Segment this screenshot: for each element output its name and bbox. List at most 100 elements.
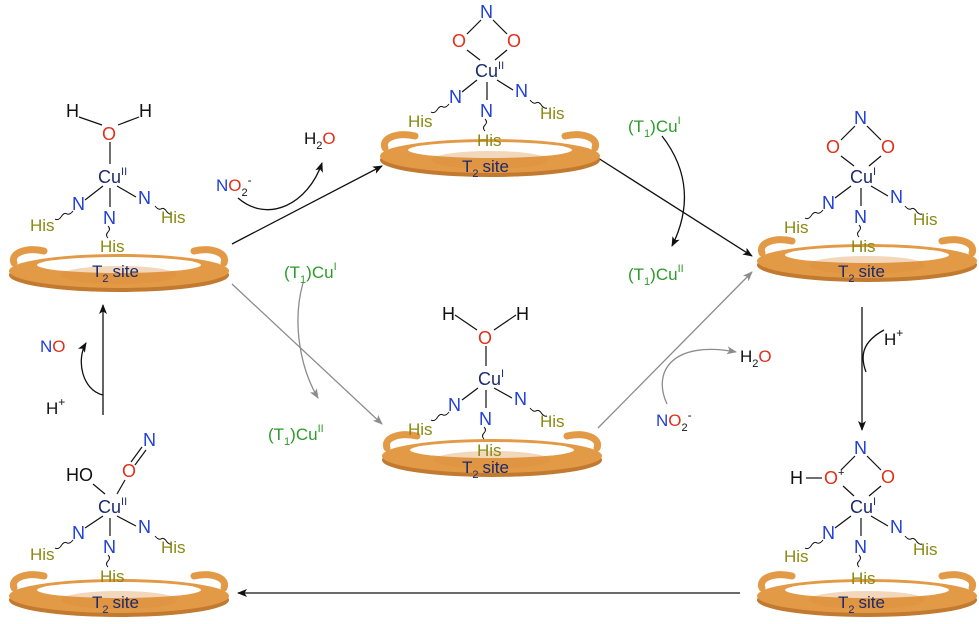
no-label-left: NO bbox=[40, 337, 66, 356]
svg-text:N: N bbox=[822, 193, 835, 213]
svg-text:O: O bbox=[122, 461, 136, 481]
svg-text:His: His bbox=[784, 218, 809, 237]
svg-text:His: His bbox=[913, 210, 938, 229]
svg-text:N: N bbox=[480, 2, 493, 22]
svg-text:CuII: CuII bbox=[98, 166, 127, 187]
nitrite-label-middle: NO2- bbox=[656, 408, 692, 434]
svg-text:N: N bbox=[822, 523, 835, 543]
svg-text:N: N bbox=[72, 194, 85, 214]
water-label-top: H2O bbox=[304, 129, 336, 152]
svg-text:CuI: CuI bbox=[478, 368, 504, 389]
curve-t1-top bbox=[661, 135, 686, 247]
svg-text:His: His bbox=[540, 104, 565, 123]
arrow-6-to-3 bbox=[597, 271, 753, 429]
t1-cu-ii-top: (T1)CuII bbox=[628, 263, 684, 288]
arrow-1-to-2 bbox=[231, 165, 383, 245]
svg-text:N: N bbox=[103, 208, 116, 228]
side-labels: H2O NO2- (T1)CuI (T1)CuII H+ NO H+ (T1)C… bbox=[40, 115, 903, 448]
svg-text:H: H bbox=[442, 304, 455, 324]
svg-text:H: H bbox=[516, 304, 529, 324]
svg-text:His: His bbox=[477, 131, 502, 150]
svg-text:N: N bbox=[854, 108, 867, 128]
proton-label-right: H+ bbox=[884, 326, 903, 349]
svg-text:His: His bbox=[784, 547, 809, 566]
svg-text:O: O bbox=[826, 137, 840, 157]
t1-cu-ii-middle: (T1)CuII bbox=[268, 423, 324, 448]
svg-text:O: O bbox=[881, 137, 895, 157]
svg-text:His: His bbox=[851, 237, 876, 256]
svg-text:N: N bbox=[854, 438, 867, 458]
svg-text:His: His bbox=[30, 545, 55, 564]
svg-text:N: N bbox=[515, 81, 528, 101]
arrow-1-to-6 bbox=[231, 283, 383, 425]
curve-t1-middle bbox=[297, 282, 319, 399]
svg-text:N: N bbox=[480, 101, 493, 121]
svg-text:+: + bbox=[838, 467, 844, 479]
svg-text:His: His bbox=[408, 420, 433, 439]
svg-text:O: O bbox=[102, 124, 116, 144]
water-label-middle: H2O bbox=[740, 347, 772, 370]
curve-no-left bbox=[77, 342, 104, 396]
svg-text:O: O bbox=[478, 328, 492, 348]
svg-text:O: O bbox=[881, 467, 895, 487]
proton-label-left: H+ bbox=[46, 395, 65, 418]
svg-text:His: His bbox=[477, 441, 502, 460]
svg-text:N: N bbox=[514, 389, 527, 409]
svg-text:CuII: CuII bbox=[475, 60, 504, 81]
svg-text:N: N bbox=[138, 188, 151, 208]
curve-proton-right bbox=[862, 329, 885, 373]
svg-text:His: His bbox=[100, 237, 125, 256]
svg-text:N: N bbox=[448, 395, 461, 415]
svg-text:H: H bbox=[790, 468, 803, 488]
svg-text:His: His bbox=[30, 216, 55, 235]
svg-text:His: His bbox=[408, 112, 433, 131]
svg-text:His: His bbox=[161, 538, 186, 557]
svg-text:His: His bbox=[100, 567, 125, 586]
curve-nitrite-water-middle bbox=[661, 346, 737, 405]
side-arrows bbox=[77, 135, 885, 405]
curve-nitrite-water-top bbox=[237, 162, 323, 211]
svg-text:His: His bbox=[540, 412, 565, 431]
main-arrows bbox=[99, 157, 866, 597]
svg-text:N: N bbox=[890, 517, 903, 537]
svg-text:O: O bbox=[452, 31, 466, 51]
svg-text:CuI: CuI bbox=[850, 496, 876, 517]
svg-text:N: N bbox=[890, 187, 903, 207]
svg-text:N: N bbox=[103, 537, 116, 557]
svg-text:HO: HO bbox=[66, 465, 93, 485]
svg-text:CuII: CuII bbox=[98, 496, 127, 517]
t1-cu-i-middle: (T1)CuI bbox=[284, 261, 337, 286]
svg-text:His: His bbox=[851, 569, 876, 588]
svg-text:N: N bbox=[138, 517, 151, 537]
t1-cu-i-top: (T1)CuI bbox=[628, 115, 681, 140]
svg-text:CuI: CuI bbox=[850, 166, 876, 187]
svg-text:His: His bbox=[161, 208, 186, 227]
svg-text:N: N bbox=[449, 87, 462, 107]
nitrite-label-top: NO2- bbox=[216, 173, 252, 199]
svg-text:N: N bbox=[72, 523, 85, 543]
svg-text:O: O bbox=[507, 31, 521, 51]
svg-text:N: N bbox=[854, 207, 867, 227]
svg-text:O: O bbox=[824, 468, 838, 488]
svg-text:H: H bbox=[139, 101, 152, 121]
svg-text:N: N bbox=[479, 409, 492, 429]
svg-text:N: N bbox=[854, 537, 867, 557]
svg-text:H: H bbox=[66, 101, 79, 121]
svg-text:N: N bbox=[143, 430, 156, 450]
svg-text:His: His bbox=[913, 540, 938, 559]
arrow-2-to-3 bbox=[597, 157, 753, 257]
